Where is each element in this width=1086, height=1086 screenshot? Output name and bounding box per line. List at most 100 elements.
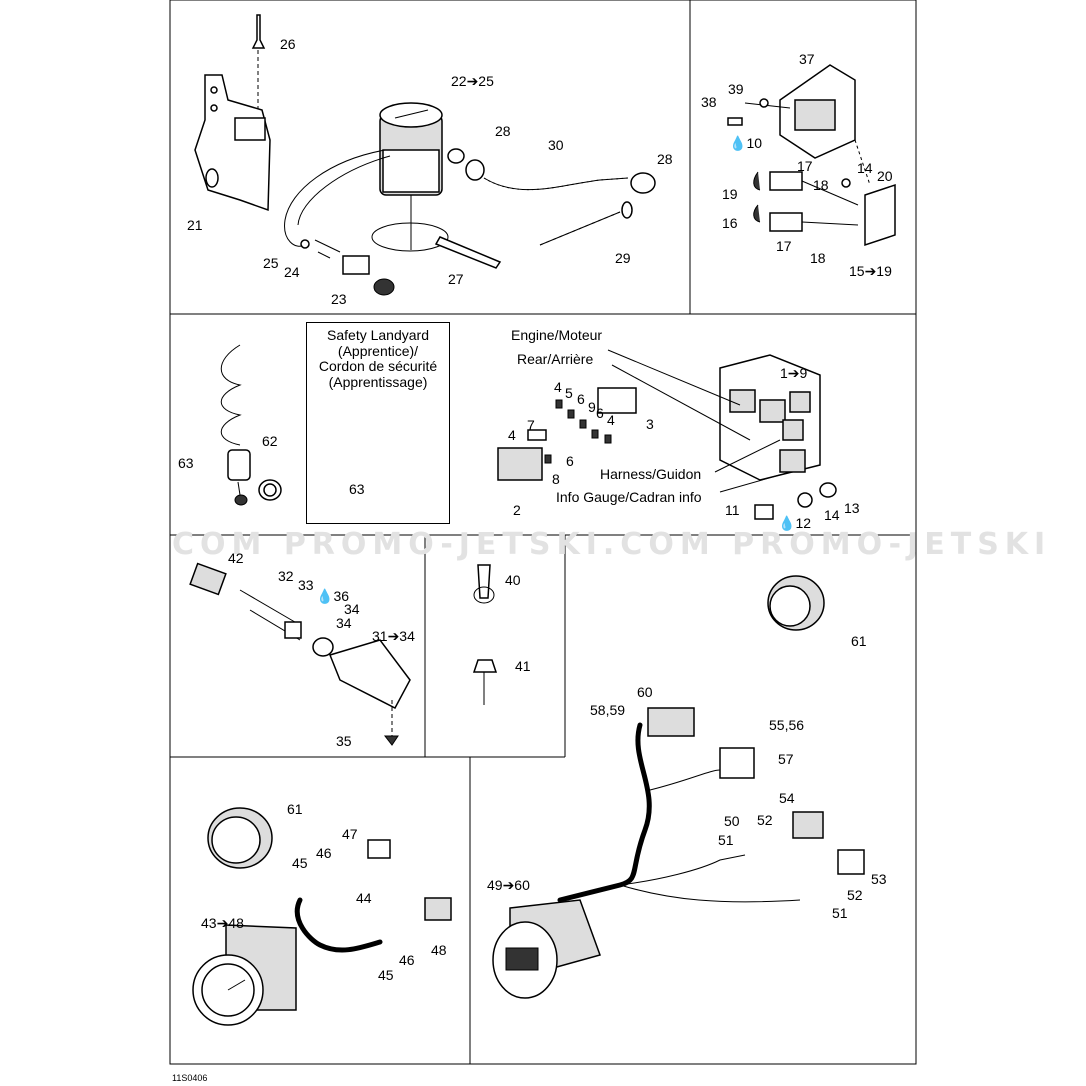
watermark: COM PROMO-JETSKI.COM PROMO-JETSKI xyxy=(172,527,1052,562)
callout-63a: 63 xyxy=(178,455,194,471)
callout-54: 54 xyxy=(779,790,795,806)
callout-23: 23 xyxy=(331,291,347,307)
callout-41: 41 xyxy=(515,658,531,674)
start-switch-artwork xyxy=(189,562,411,746)
callout-8: 8 xyxy=(552,471,560,487)
callout-33: 33 xyxy=(298,577,314,593)
callout-25: 25 xyxy=(263,255,279,271)
callout-10: 💧10 xyxy=(729,135,763,151)
callout-16: 16 xyxy=(722,215,738,231)
ecm-box-artwork xyxy=(727,64,896,247)
callout-31-34: 31➔34 xyxy=(372,628,415,644)
callout-21: 21 xyxy=(187,217,203,233)
callout-12-text: 12 xyxy=(795,515,812,531)
callout-5: 5 xyxy=(565,385,573,401)
callout-46b: 46 xyxy=(399,952,415,968)
callout-37: 37 xyxy=(799,51,815,67)
callout-27: 27 xyxy=(448,271,464,287)
callout-24: 24 xyxy=(284,264,300,280)
callout-2: 2 xyxy=(513,502,521,518)
callout-9: 9 xyxy=(588,399,596,415)
safety-line-1: Safety Landyard xyxy=(327,327,429,343)
callout-61-ring: 61 xyxy=(851,633,867,649)
speedometer-gauge-artwork xyxy=(192,807,452,1026)
callout-4a: 4 xyxy=(554,379,562,395)
safety-lanyard-box xyxy=(306,322,450,524)
callout-53: 53 xyxy=(871,871,887,887)
tie-and-screw-artwork xyxy=(472,564,498,705)
callout-34b: 34 xyxy=(336,615,352,631)
callout-18a: 18 xyxy=(813,177,829,193)
callout-51a: 51 xyxy=(718,832,734,848)
callout-47: 47 xyxy=(342,826,358,842)
callout-4b: 4 xyxy=(607,412,615,428)
callout-51b: 51 xyxy=(832,905,848,921)
callout-6c: 6 xyxy=(566,453,574,469)
callout-60: 60 xyxy=(637,684,653,700)
callout-40: 40 xyxy=(505,572,521,588)
gauge-ring-artwork xyxy=(767,575,825,631)
callout-22-25: 22➔25 xyxy=(451,73,494,89)
callout-43-48: 43➔48 xyxy=(201,915,244,931)
callout-7: 7 xyxy=(527,417,535,433)
safety-line-4: (Apprentissage) xyxy=(328,374,428,391)
callout-38: 38 xyxy=(701,94,717,110)
callout-46a: 46 xyxy=(316,845,332,861)
callout-52b: 52 xyxy=(847,887,863,903)
callout-14-ecm: 14 xyxy=(824,507,840,523)
callout-52a: 52 xyxy=(757,812,773,828)
diagram-code: 11S0406 xyxy=(172,1073,208,1083)
callout-45b: 45 xyxy=(378,967,394,983)
bilge-pump-artwork xyxy=(194,14,656,296)
callout-50: 50 xyxy=(724,813,740,829)
callout-35: 35 xyxy=(336,733,352,749)
callout-29: 29 xyxy=(615,250,631,266)
callout-42: 42 xyxy=(228,550,244,566)
callout-17b: 17 xyxy=(776,238,792,254)
callout-10-text: 10 xyxy=(746,135,763,151)
callout-34a: 34 xyxy=(344,601,360,617)
callout-26: 26 xyxy=(280,36,296,52)
callout-13: 13 xyxy=(844,500,860,516)
callout-36: 💧36 xyxy=(316,588,350,604)
caption-rear: Rear/Arrière xyxy=(517,351,594,367)
callout-32: 32 xyxy=(278,568,294,584)
callout-63b: 63 xyxy=(349,481,365,497)
callout-61-left: 61 xyxy=(287,801,303,817)
callout-14-box: 14 xyxy=(857,160,873,176)
callout-45a: 45 xyxy=(292,855,308,871)
callout-20: 20 xyxy=(877,168,893,184)
caption-engine: Engine/Moteur xyxy=(511,327,603,343)
safety-line-3: Cordon de sécurité xyxy=(318,358,438,375)
callout-48: 48 xyxy=(431,942,447,958)
callout-6b: 6 xyxy=(596,405,604,421)
callout-19: 19 xyxy=(722,186,738,202)
callout-18b: 18 xyxy=(810,250,826,266)
panel-frame xyxy=(169,0,917,1065)
safety-lanyard-title: Safety Landyard (Apprentice)/ Cordon de … xyxy=(306,327,450,391)
callout-6a: 6 xyxy=(577,391,585,407)
callout-28b: 28 xyxy=(657,151,673,167)
callout-4c: 4 xyxy=(508,427,516,443)
caption-info-gauge: Info Gauge/Cadran info xyxy=(556,489,702,505)
callout-15-19: 15➔19 xyxy=(849,263,892,279)
callout-55-56: 55,56 xyxy=(769,717,805,733)
callout-62: 62 xyxy=(262,433,278,449)
info-gauge-artwork xyxy=(492,707,865,999)
callout-12: 💧12 xyxy=(778,515,812,531)
safety-line-2: (Apprentice)/ xyxy=(337,342,419,359)
callout-36-text: 36 xyxy=(333,588,350,604)
callout-49-60: 49➔60 xyxy=(487,877,530,893)
callout-17a: 17 xyxy=(797,158,813,174)
ecm-artwork xyxy=(497,349,837,520)
callout-11: 11 xyxy=(725,502,740,518)
callout-1-9: 1➔9 xyxy=(780,365,808,381)
callout-44: 44 xyxy=(356,890,372,906)
caption-harness: Harness/Guidon xyxy=(600,466,702,482)
callout-30: 30 xyxy=(548,137,564,153)
callout-3: 3 xyxy=(646,416,654,432)
callout-58-59: 58,59 xyxy=(590,702,626,718)
callout-57: 57 xyxy=(778,751,794,767)
